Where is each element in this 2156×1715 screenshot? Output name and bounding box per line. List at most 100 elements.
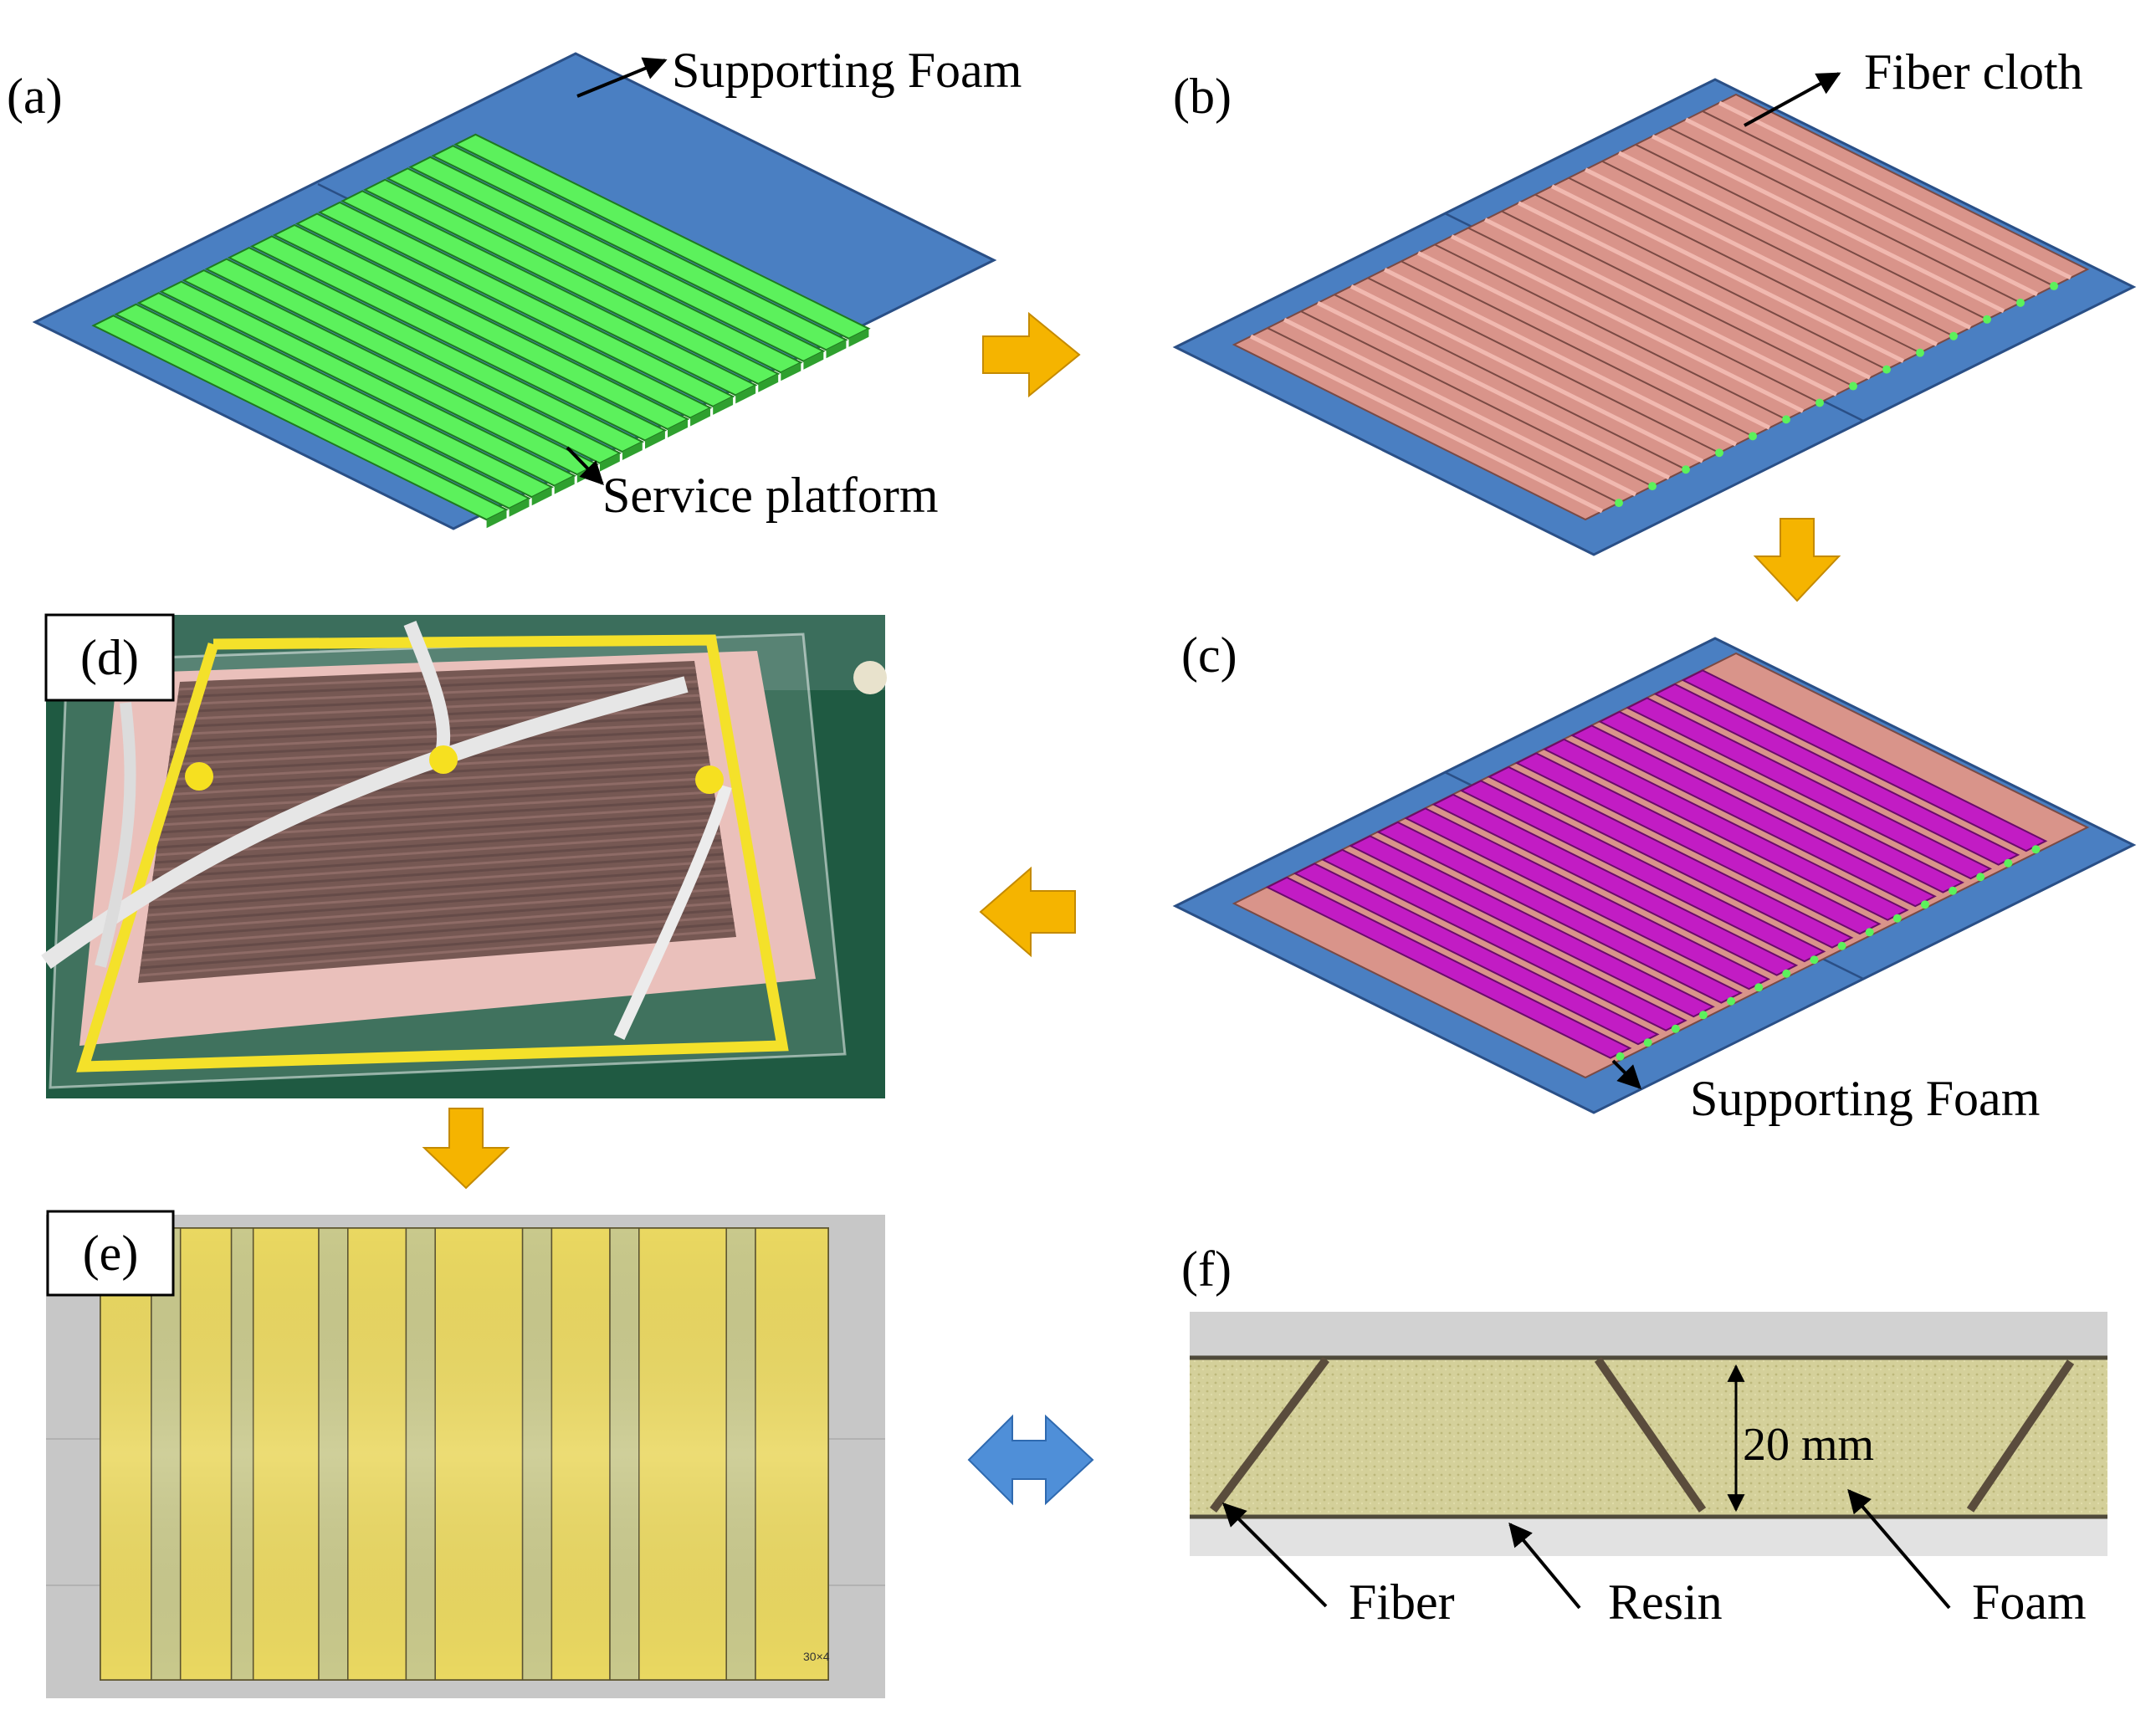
cloth-ridge bbox=[1349, 284, 1704, 463]
vacuum-hose bbox=[613, 784, 732, 1040]
foam-strip bbox=[1265, 876, 1632, 1059]
foam-tip bbox=[1892, 914, 1902, 923]
panel-label-box bbox=[44, 613, 175, 702]
callout-arrow bbox=[1222, 1503, 1328, 1608]
arrow-right-icon bbox=[982, 311, 1081, 398]
foam-tip bbox=[1782, 969, 1791, 978]
laminate-stripe bbox=[141, 908, 733, 955]
foam-strip bbox=[1681, 669, 2048, 852]
callout-fiber: Fiber bbox=[1349, 1574, 1455, 1630]
foam-tip bbox=[1648, 482, 1657, 491]
foam-strip bbox=[1459, 780, 1826, 963]
foam-tip bbox=[1976, 873, 1985, 882]
vacuum-hose bbox=[95, 702, 136, 968]
laminate-stripe bbox=[156, 818, 719, 857]
cloth-ridge bbox=[1684, 117, 2039, 297]
tape-roll bbox=[853, 661, 887, 694]
foam-strip-end bbox=[486, 509, 507, 529]
foam-tip bbox=[1815, 398, 1824, 407]
callout-arrow bbox=[1744, 72, 1841, 127]
foam-strip bbox=[1598, 710, 1964, 893]
foam-tip bbox=[1754, 983, 1764, 992]
cloth-ridge bbox=[1334, 294, 1687, 471]
laminate-stripe bbox=[145, 887, 730, 932]
foam-strip-end bbox=[713, 397, 734, 415]
foam-strip-end bbox=[645, 430, 665, 449]
foam-strip-end bbox=[668, 419, 688, 438]
foam-strip bbox=[1487, 765, 1854, 949]
foam-strip-end bbox=[826, 340, 847, 359]
laminate-stripe bbox=[148, 867, 726, 909]
panel-f-photo: (f) 20 mm Fiber Resin Foam bbox=[1181, 1241, 2107, 1630]
foam-strip-end bbox=[848, 328, 869, 347]
cloth-ridge bbox=[1617, 151, 1972, 330]
foam-tip bbox=[1865, 928, 1874, 937]
laminate-stripe bbox=[161, 776, 713, 811]
laminate-stripe bbox=[161, 784, 714, 819]
foam-strip-end bbox=[803, 351, 824, 370]
laminate-stripe bbox=[154, 825, 720, 864]
cloth-ridge bbox=[1249, 334, 1604, 514]
cloth-ridge bbox=[1568, 177, 1921, 354]
panel-stamp: 30×4 bbox=[803, 1650, 830, 1663]
laminate-stripe bbox=[140, 922, 735, 970]
foam-tip bbox=[1643, 1038, 1652, 1047]
foam-strip-end bbox=[531, 487, 552, 506]
cloth-ridge bbox=[1635, 143, 1988, 320]
foam-strips bbox=[1265, 669, 2048, 1061]
cloth-ridge bbox=[1718, 100, 2072, 280]
laminate-stripe bbox=[139, 929, 735, 977]
foam-tip bbox=[1920, 900, 1929, 909]
foam-tip bbox=[1949, 886, 1958, 895]
panel-a: (a) Supporting Foam Service platform bbox=[7, 43, 1022, 530]
callout-foam: Foam bbox=[1972, 1574, 2087, 1630]
callout-supporting-foam: Supporting Foam bbox=[672, 43, 1022, 98]
laminate-stripe bbox=[149, 859, 725, 902]
cloth-ridge bbox=[1401, 260, 1754, 438]
foam-tip bbox=[1882, 365, 1891, 374]
cloth-ridge bbox=[1467, 227, 1821, 404]
callout-arrow bbox=[566, 446, 604, 486]
panel-label-e: (e) bbox=[83, 1226, 139, 1281]
laminate-stripe bbox=[146, 880, 729, 924]
cloth-ridge bbox=[1483, 218, 1838, 397]
callout-supporting-foam: Supporting Foam bbox=[1690, 1071, 2040, 1126]
panel-label-c: (c) bbox=[1181, 627, 1237, 683]
foam-tip bbox=[1698, 1011, 1708, 1020]
foam-tip bbox=[2031, 845, 2041, 854]
cloth-ridge bbox=[1383, 268, 1738, 447]
port-fitting bbox=[185, 762, 213, 791]
callout-arrow bbox=[1508, 1522, 1581, 1610]
laminate-stripe bbox=[150, 852, 725, 894]
foam-strip bbox=[1653, 683, 2020, 866]
foam-tip bbox=[1949, 331, 1958, 340]
callout-arrow bbox=[1611, 1059, 1641, 1089]
foam-strip bbox=[1320, 848, 1687, 1032]
cloth-ridge bbox=[1283, 317, 1637, 497]
foam-tip bbox=[1916, 348, 1924, 357]
cloth-ridge bbox=[1601, 160, 1954, 337]
foam-tip bbox=[1782, 415, 1790, 424]
cloth-ridge bbox=[1550, 184, 1905, 363]
sealant-tape bbox=[76, 634, 789, 1073]
cloth-ridge bbox=[1668, 126, 2021, 304]
laminate-stripe bbox=[162, 770, 712, 804]
laminate-stripe bbox=[164, 763, 710, 796]
foam-strip-end bbox=[599, 453, 620, 472]
port-fitting bbox=[695, 765, 724, 794]
foam-tip bbox=[1727, 996, 1736, 1006]
foam-tip bbox=[1749, 432, 1757, 441]
panel-label-a: (a) bbox=[7, 69, 63, 124]
foam-tip bbox=[2016, 298, 2025, 307]
arrow-down-icon bbox=[422, 1108, 510, 1190]
arrow-left-icon bbox=[979, 866, 1076, 958]
callout-service-platform: Service platform bbox=[602, 468, 939, 523]
cloth-ridge bbox=[1534, 193, 1887, 371]
foam-strip bbox=[1293, 863, 1660, 1046]
foam-tip bbox=[1671, 1024, 1680, 1033]
cloth-ridge bbox=[1300, 310, 1653, 488]
cloth-ridge bbox=[1651, 134, 2005, 314]
cloth-ridge bbox=[1367, 277, 1720, 454]
callout-fiber-cloth: Fiber cloth bbox=[1864, 44, 2083, 100]
